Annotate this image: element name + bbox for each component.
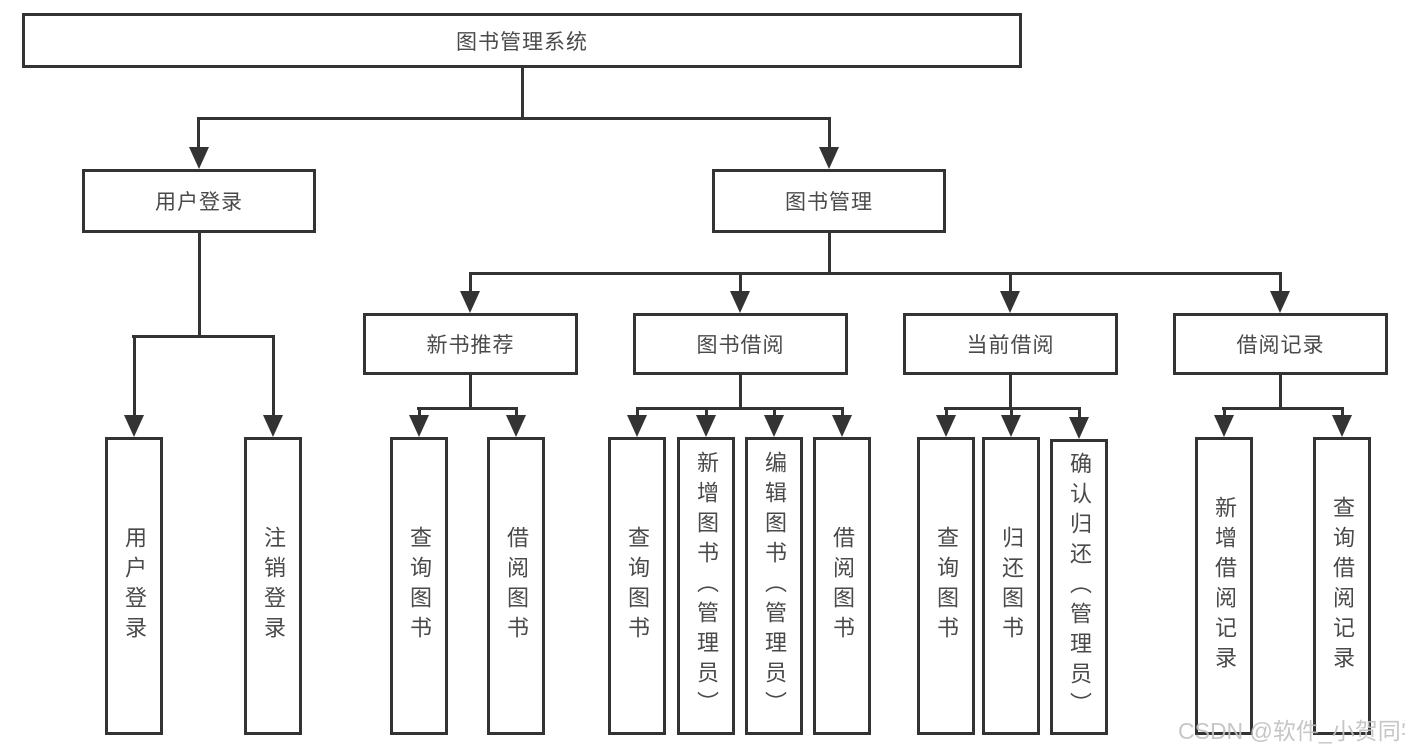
arrow-down-icon xyxy=(1000,291,1020,313)
connector-line xyxy=(515,407,518,417)
node-label: 用户登录 xyxy=(155,191,243,214)
node-book-borrowing: 图书借阅 xyxy=(633,313,848,375)
connector-line xyxy=(1078,407,1081,419)
csdn-watermark: CSDN @软件_小贺同学 xyxy=(1178,718,1405,744)
leaf-borrow-books-recommend: 借阅图书 xyxy=(487,437,545,735)
leaf-label: 新增图书（管理员） xyxy=(694,451,719,721)
connector-line xyxy=(636,407,639,417)
connector-line xyxy=(1223,407,1226,417)
node-label: 当前借阅 xyxy=(966,334,1055,357)
arrow-down-icon xyxy=(124,415,144,437)
arrow-down-icon xyxy=(1001,415,1021,437)
arrow-down-icon xyxy=(819,147,839,169)
arrow-down-icon xyxy=(1332,415,1352,437)
connector-line xyxy=(469,272,1282,275)
node-user-login: 用户登录 xyxy=(82,169,316,233)
node-new-book-recommendation: 新书推荐 xyxy=(363,313,578,375)
leaf-label: 新增借阅记录 xyxy=(1212,496,1237,676)
connector-line xyxy=(197,117,831,120)
leaf-query-books-current: 查询图书 xyxy=(917,437,975,735)
arrow-down-icon xyxy=(696,415,716,437)
connector-line xyxy=(469,375,472,409)
connector-line xyxy=(1010,407,1013,417)
node-borrowing-records: 借阅记录 xyxy=(1173,313,1388,375)
arrow-down-icon xyxy=(460,291,480,313)
leaf-label: 归还图书 xyxy=(999,526,1024,646)
connector-line xyxy=(1279,272,1282,292)
connector-line xyxy=(132,335,275,338)
connector-line xyxy=(828,233,831,274)
node-library-management-system: 图书管理系统 xyxy=(22,13,1022,68)
leaf-label: 用户登录 xyxy=(122,526,147,646)
connector-line xyxy=(198,233,201,336)
connector-line xyxy=(418,407,421,417)
connector-line xyxy=(828,117,831,149)
arrow-down-icon xyxy=(1069,417,1089,439)
leaf-add-borrow-record: 新增借阅记录 xyxy=(1195,437,1253,735)
leaf-label: 查询图书 xyxy=(934,526,959,646)
arrow-down-icon xyxy=(189,147,209,169)
connector-line xyxy=(1279,375,1282,409)
leaf-user-login: 用户登录 xyxy=(105,437,163,735)
connector-line xyxy=(841,407,844,417)
connector-line xyxy=(197,117,200,149)
leaf-label: 借阅图书 xyxy=(830,526,855,646)
arrow-down-icon xyxy=(832,415,852,437)
arrow-down-icon xyxy=(263,415,283,437)
leaf-confirm-return-admin: 确认归还（管理员） xyxy=(1050,439,1108,735)
leaf-label: 注销登录 xyxy=(261,526,286,646)
connector-line xyxy=(739,375,742,409)
connector-line xyxy=(521,68,524,120)
leaf-label: 查询图书 xyxy=(407,526,432,646)
connector-line xyxy=(133,335,136,417)
arrow-down-icon xyxy=(1214,415,1234,437)
node-label: 新书推荐 xyxy=(426,334,515,357)
connector-line xyxy=(739,272,742,292)
arrow-down-icon xyxy=(506,415,526,437)
connector-line xyxy=(1009,272,1012,292)
connector-line xyxy=(469,272,472,292)
connector-line xyxy=(1222,407,1343,410)
node-label: 图书管理 xyxy=(785,191,873,214)
leaf-borrow-books: 借阅图书 xyxy=(813,437,871,735)
node-label: 借阅记录 xyxy=(1236,334,1325,357)
arrow-down-icon xyxy=(627,415,647,437)
leaf-logout: 注销登录 xyxy=(244,437,302,735)
leaf-label: 确认归还（管理员） xyxy=(1067,452,1092,722)
leaf-return-books: 归还图书 xyxy=(982,437,1040,735)
connector-line xyxy=(1341,407,1344,417)
arrow-down-icon xyxy=(936,415,956,437)
connector-line xyxy=(272,335,275,417)
leaf-label: 查询图书 xyxy=(625,526,650,646)
leaf-edit-books-admin: 编辑图书（管理员） xyxy=(745,437,803,735)
arrow-down-icon xyxy=(730,291,750,313)
leaf-query-books-borrow: 查询图书 xyxy=(608,437,666,735)
leaf-label: 查询借阅记录 xyxy=(1330,496,1355,676)
connector-line xyxy=(705,407,708,417)
leaf-add-books-admin: 新增图书（管理员） xyxy=(677,437,735,735)
connector-line xyxy=(417,407,517,410)
leaf-label: 借阅图书 xyxy=(504,526,529,646)
leaf-query-books-recommend: 查询图书 xyxy=(390,437,448,735)
node-book-management: 图书管理 xyxy=(712,169,946,233)
connector-line xyxy=(773,407,776,417)
node-label: 图书借阅 xyxy=(696,334,785,357)
arrow-down-icon xyxy=(764,415,784,437)
arrow-down-icon xyxy=(409,415,429,437)
node-label: 图书管理系统 xyxy=(456,30,588,54)
leaf-label: 编辑图书（管理员） xyxy=(762,451,787,721)
leaf-query-borrow-record: 查询借阅记录 xyxy=(1313,437,1371,735)
arrow-down-icon xyxy=(1270,291,1290,313)
node-current-borrowing: 当前借阅 xyxy=(903,313,1118,375)
connector-line xyxy=(636,407,844,410)
connector-line xyxy=(945,407,948,417)
connector-line xyxy=(1009,375,1012,409)
